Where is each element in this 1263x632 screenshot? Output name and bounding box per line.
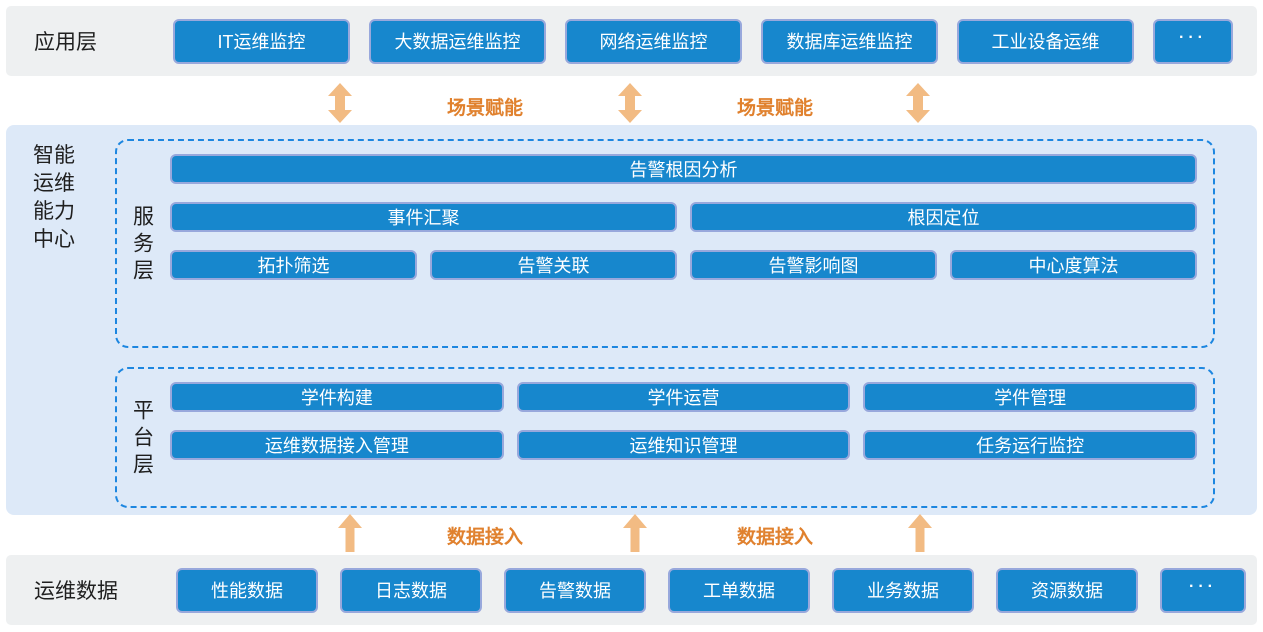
app-box-more: ···	[1153, 18, 1233, 64]
data-access-label: 数据接入	[737, 527, 814, 548]
app-box-database-ops-monitoring: 数据库运维监控	[761, 18, 938, 64]
platform-layer-label: 平 台 层	[133, 399, 154, 476]
app-box-network-ops-monitoring: 网络运维监控	[565, 18, 742, 64]
scene-empowerment-label: 场景赋能	[447, 98, 524, 119]
platform-box-learnware-construction: 学件构建	[170, 382, 504, 412]
app-box-it-ops-monitoring: IT运维监控	[173, 18, 350, 64]
bidirectional-arrow-icon	[906, 83, 930, 123]
data-layer-band: 运维数据 性能数据 日志数据 告警数据 工单数据 业务数据 资源数据 ···	[6, 555, 1257, 625]
service-box-root-cause-location: 根因定位	[690, 202, 1197, 232]
platform-box-learnware-operation: 学件运营	[516, 382, 851, 412]
app-layer-band: 应用层 IT运维监控 大数据运维监控 网络运维监控 数据库运维监控 工业设备运维…	[6, 6, 1257, 76]
capability-center-band: 服 务 层 告警根因分析 事件汇聚 根因定位 拓扑筛选 告警关联 告警影响图 中…	[6, 125, 1257, 515]
data-box-more: ···	[1160, 567, 1246, 613]
platform-box-ops-knowledge-management: 运维知识管理	[516, 430, 851, 460]
up-arrow-icon	[908, 514, 932, 552]
platform-layer-group: 平 台 层 学件构建 学件运营 学件管理 运维数据接入管理 运维知识管理 任务运…	[115, 367, 1215, 508]
data-box-alarm-data: 告警数据	[504, 567, 646, 613]
service-box-alarm-impact-graph: 告警影响图	[690, 250, 937, 280]
data-box-business-data: 业务数据	[832, 567, 974, 613]
data-box-resource-data: 资源数据	[996, 567, 1138, 613]
data-layer-label: 运维数据	[34, 580, 118, 603]
platform-box-learnware-management: 学件管理	[863, 382, 1198, 412]
service-box-event-aggregation: 事件汇聚	[170, 202, 677, 232]
capability-center-label: 智能 运维 能力 中心	[33, 144, 75, 251]
app-layer-label: 应用层	[34, 31, 97, 54]
up-arrow-icon	[623, 514, 647, 552]
data-box-ticket-data: 工单数据	[668, 567, 810, 613]
platform-box-task-run-monitoring: 任务运行监控	[863, 430, 1198, 460]
service-layer-group: 服 务 层 告警根因分析 事件汇聚 根因定位 拓扑筛选 告警关联 告警影响图 中…	[115, 139, 1215, 348]
platform-box-ops-data-access-management: 运维数据接入管理	[170, 430, 504, 460]
service-layer-label: 服 务 层	[133, 205, 154, 282]
service-box-alarm-correlation: 告警关联	[430, 250, 677, 280]
up-arrow-icon	[338, 514, 362, 552]
scene-empowerment-label: 场景赋能	[737, 98, 814, 119]
bidirectional-arrow-icon	[618, 83, 642, 123]
app-box-bigdata-ops-monitoring: 大数据运维监控	[369, 18, 546, 64]
data-box-performance-data: 性能数据	[176, 567, 318, 613]
service-box-centrality-algorithm: 中心度算法	[950, 250, 1197, 280]
service-box-topology-filtering: 拓扑筛选	[170, 250, 417, 280]
bidirectional-arrow-icon	[328, 83, 352, 123]
app-box-industrial-equipment-ops: 工业设备运维	[957, 18, 1134, 64]
data-box-log-data: 日志数据	[340, 567, 482, 613]
data-access-label: 数据接入	[447, 527, 524, 548]
service-box-alarm-root-cause-analysis: 告警根因分析	[170, 154, 1197, 184]
